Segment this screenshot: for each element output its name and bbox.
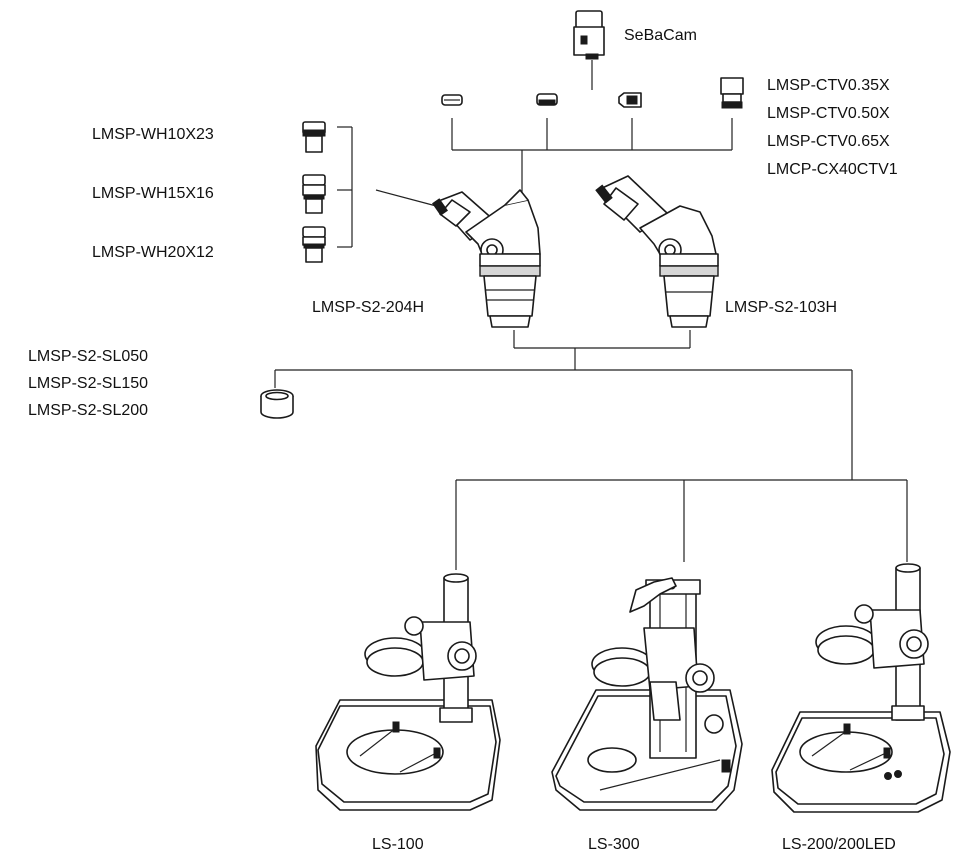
stand-ls300-icon [551,577,743,811]
adapter-label-3: LMSP-CTV0.65X [767,133,890,150]
eyepiece-icon-wh15x16 [302,174,326,214]
auxiliary-lens-icon [260,389,294,419]
eyepiece-label-3: LMSP-WH20X12 [92,244,214,261]
stand-label-ls300: LS-300 [588,836,640,853]
eyepiece-label-2: LMSP-WH15X16 [92,185,214,202]
eyepiece-icon-wh20x12 [302,226,326,263]
camera-icon [573,10,605,60]
lens-label-1: LMSP-S2-SL050 [28,348,148,365]
lens-label-3: LMSP-S2-SL200 [28,402,148,419]
camera-label: SeBaCam [624,27,697,44]
adapter-label-1: LMSP-CTV0.35X [767,77,890,94]
eyepiece-icon-wh10x23 [302,121,326,153]
adapter-icon-4 [720,77,744,109]
stand-ls100-icon [315,573,501,811]
head-label-left: LMSP-S2-204H [312,299,424,316]
connector-lines [274,60,908,570]
stand-label-ls100: LS-100 [372,836,424,853]
adapter-icon-1 [441,94,463,106]
lens-label-2: LMSP-S2-SL150 [28,375,148,392]
stand-ls200-icon [771,563,951,813]
trinocular-head-icon [432,189,541,328]
stand-label-ls200: LS-200/200LED [782,836,896,853]
adapter-icon-3 [618,92,642,108]
binocular-head-icon [595,175,719,328]
adapter-icon-2 [536,93,558,106]
head-label-right: LMSP-S2-103H [725,299,837,316]
adapter-label-4: LMCP-CX40CTV1 [767,161,898,178]
eyepiece-label-1: LMSP-WH10X23 [92,126,214,143]
adapter-label-2: LMSP-CTV0.50X [767,105,890,122]
